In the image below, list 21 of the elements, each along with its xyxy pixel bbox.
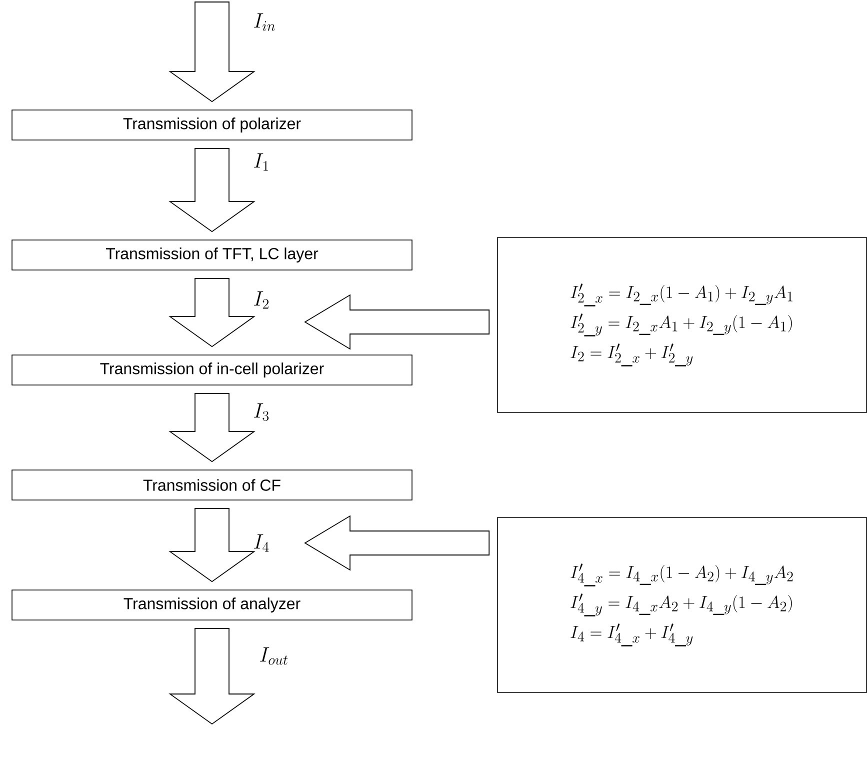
edge-label: $I_1$ (254, 153, 268, 171)
block-arrow (168, 2, 256, 102)
process-box: Transmission of analyzer (12, 590, 412, 620)
edge-label: $I_2$ (254, 291, 268, 309)
block-arrow (168, 392, 256, 462)
process-box: Transmission of CF (12, 470, 412, 500)
block-arrow (168, 508, 256, 582)
edge-label: $I_{in}$ (254, 13, 275, 31)
block-arrow (304, 515, 490, 571)
block-arrow (304, 294, 490, 350)
formula-box: $I'_{4\_x} = I_{4\_x}(1-A_2)+I_{4\_y}A_2$ $I'_{4\_y} = I_{4\_x}A_2+I_{4\_y}(1-A_2)$ $I_4 = I'_{4\_x}+I'_{4\_y}$ (497, 517, 867, 693)
process-box: Transmission of in-cell polarizer (12, 354, 412, 386)
edge-label: $I_{out}$ (260, 647, 288, 665)
process-box: Transmission of polarizer (12, 110, 412, 140)
block-arrow (168, 148, 256, 232)
formula-box: $I'_{2\_x} = I_{2\_x}(1-A_1)+I_{2\_y}A_1$ $I'_{2\_y} = I_{2\_x}A_1+I_{2\_y}(1-A_1)$ $I_2 = I'_{2\_x}+I'_{2\_y}$ (497, 237, 867, 413)
edge-label: $I_4$ (254, 534, 269, 552)
process-box: Transmission of TFT, LC layer (12, 240, 412, 270)
block-arrow (168, 278, 256, 348)
block-arrow (168, 628, 256, 725)
edge-label: $I_3$ (254, 403, 269, 421)
